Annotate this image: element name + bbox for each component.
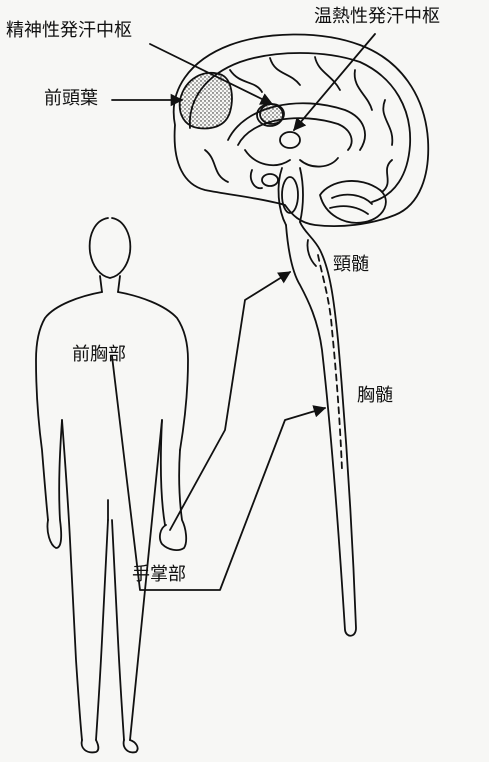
pathway-palm-to-cervical bbox=[170, 272, 290, 530]
pointer-thermal-center bbox=[294, 34, 375, 130]
label-frontal-lobe: 前頭葉 bbox=[44, 90, 98, 108]
label-thermal-sweat-center: 温熱性発汗中枢 bbox=[314, 8, 440, 26]
brain-outline bbox=[174, 34, 429, 226]
label-anterior-chest: 前胸部 bbox=[72, 346, 126, 364]
spinal-cord bbox=[286, 222, 356, 636]
thermal-center-region bbox=[260, 104, 284, 124]
label-cervical-cord: 頸髄 bbox=[333, 256, 369, 274]
label-thoracic-cord: 胸髄 bbox=[357, 387, 393, 405]
pathway-chest-to-thoracic bbox=[112, 356, 325, 590]
label-palm: 手掌部 bbox=[132, 566, 186, 584]
human-body bbox=[36, 218, 188, 752]
label-mental-sweat-center: 精神性発汗中枢 bbox=[6, 22, 132, 40]
